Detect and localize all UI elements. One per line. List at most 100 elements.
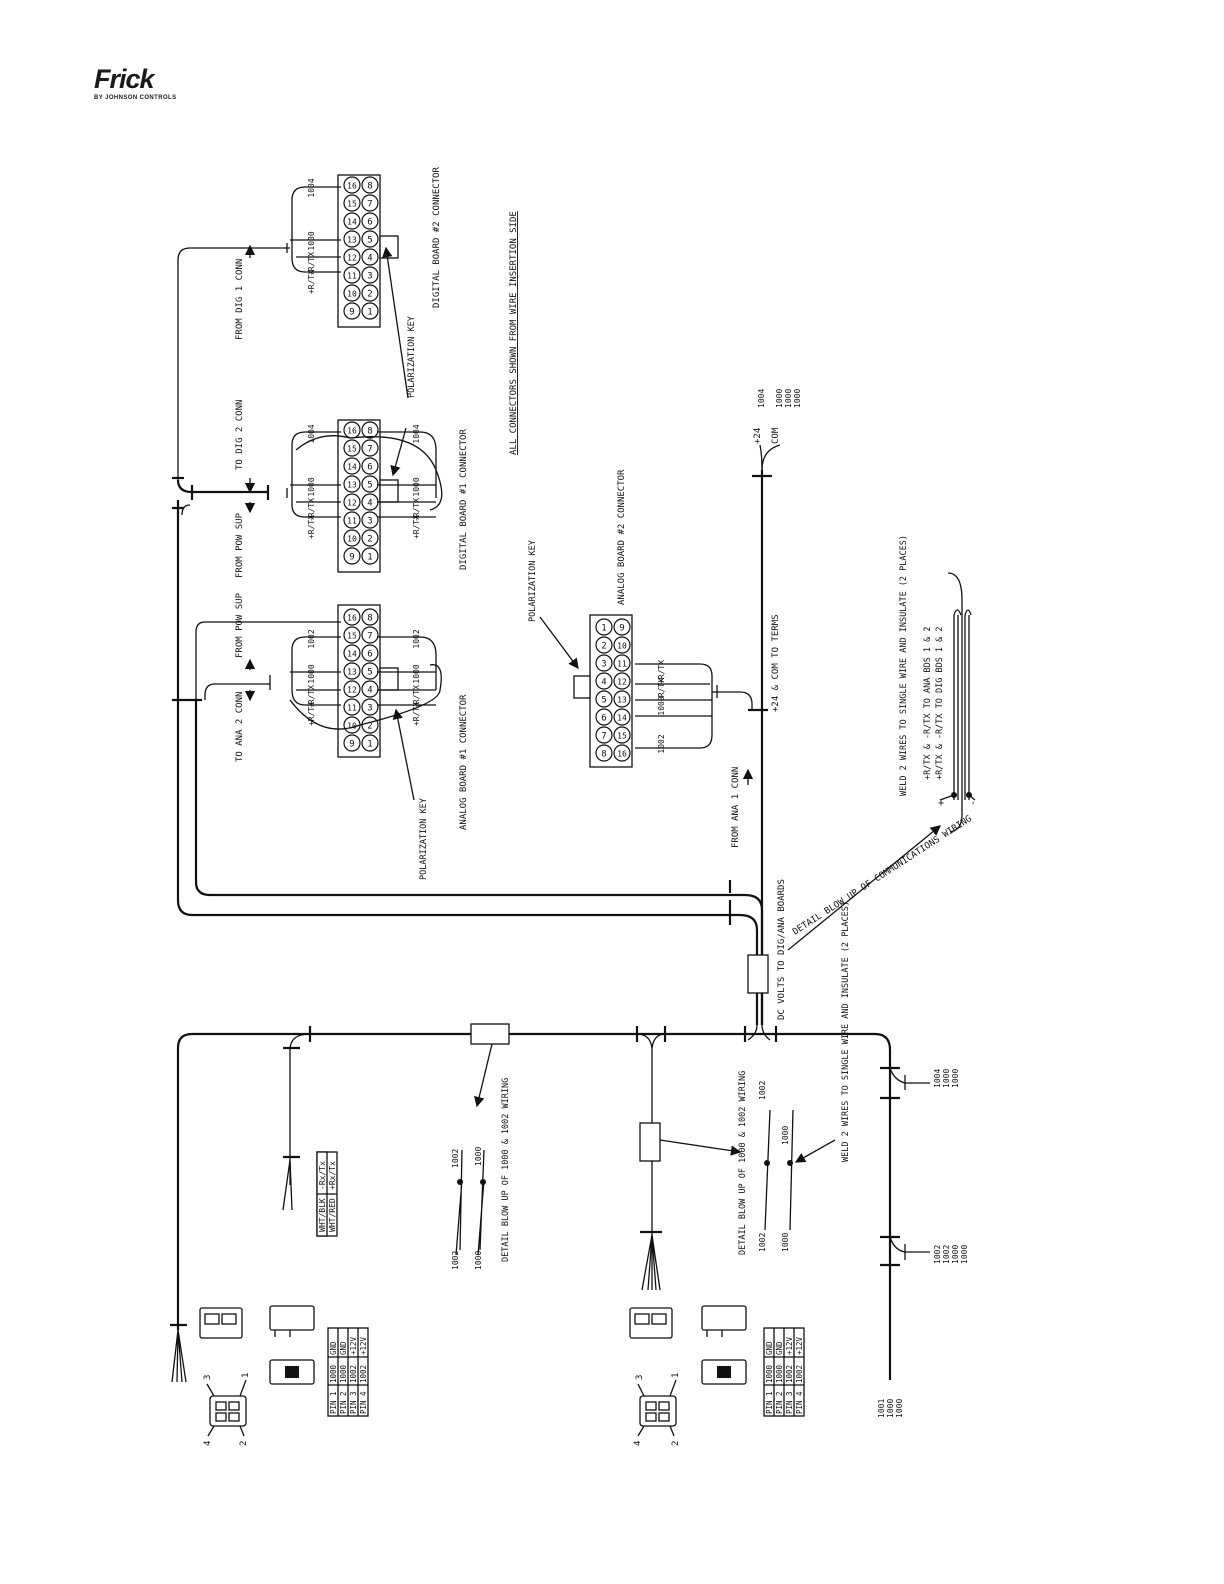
connector-pin (361, 176, 379, 194)
connector-pin (343, 302, 361, 320)
rs-table: WHT/BLK -Rx/Tx WHT/RED +Rx/Tx (316, 1151, 338, 1237)
label-from-dig1: FROM DIG 1 CONN (235, 259, 245, 340)
connector-pin-number: 14 (347, 650, 357, 659)
connector-pin-number: 6 (367, 463, 372, 473)
ptr-r1c2: GND (775, 1341, 784, 1355)
connector-pin-number: 7 (367, 445, 372, 455)
rs-row0-signal: -Rx/Tx (318, 1161, 327, 1190)
ptl-r3c2: +12V (359, 1336, 368, 1355)
ptr-r0c0: PIN 1 (765, 1391, 774, 1414)
ana1-label-1002-l: 1002 (307, 629, 316, 648)
connector-pin-number: 9 (349, 553, 354, 563)
right-pin1: 1 (671, 1373, 681, 1378)
connector-pin (343, 475, 361, 493)
connector-pin (595, 654, 613, 672)
connector-pin (613, 708, 631, 726)
group-g4-labels: 1004 1000 1000 (933, 1069, 960, 1088)
connector-pin-number: 7 (367, 632, 372, 642)
connector-pin-number: 13 (347, 236, 357, 245)
connector-pin-number: 15 (347, 632, 357, 641)
connector-pin-number: 5 (367, 236, 372, 246)
connector-pin-number: 1 (367, 553, 372, 563)
connector-pin (595, 744, 613, 762)
connector-pin (343, 266, 361, 284)
dig1-label-1004-l: 1004 (307, 424, 316, 443)
connector-pin-number: 4 (367, 499, 372, 509)
connector-pin (361, 284, 379, 302)
connector-pin (343, 626, 361, 644)
connector-pin-number: 2 (367, 535, 372, 545)
g1-wire-1: 1000 (775, 389, 784, 408)
connector-pin-number: 11 (347, 704, 357, 713)
ptl-r2c0: PIN 3 (349, 1391, 358, 1414)
g4-wire-2: 1000 (951, 1069, 960, 1088)
label-to-dig2: TO DIG 2 CONN (235, 400, 245, 470)
ptl-r3c1: 1002 (359, 1365, 368, 1383)
connector-pin (343, 457, 361, 475)
label-terms: +24 & COM TO TERMS (771, 614, 781, 712)
det-b-1000-top: 1000 (781, 1126, 790, 1145)
connector-pin (361, 302, 379, 320)
ptr-r3c0: PIN 4 (795, 1391, 804, 1414)
connector-pin-number: 4 (601, 678, 606, 688)
dig1-label-rtx-pos-r: +R/TX (412, 515, 421, 539)
g1-wire-2: 1000 (784, 389, 793, 408)
ana2-title: ANALOG BOARD #2 CONNECTOR (617, 469, 627, 605)
ptl-r3c0: PIN 4 (359, 1391, 368, 1414)
dig2-label-rtx-pos: +R/TX (307, 270, 316, 294)
g1-wire-0: 1004 (757, 389, 766, 408)
connector-pin-number: 16 (347, 427, 357, 436)
connector-pin (595, 618, 613, 636)
connector-pin-number: 1 (601, 624, 606, 634)
connector-pin (343, 248, 361, 266)
ana1-polarization-key: POLARIZATION KEY (419, 798, 429, 880)
dig1-label-1004-r: 1004 (412, 424, 421, 443)
ana1-label-1002-r: 1002 (412, 629, 421, 648)
connector-note: ALL CONNECTORS SHOWN FROM WIRE INSERTION… (509, 211, 519, 455)
ptl-r2c1: 1002 (349, 1365, 358, 1383)
connector-pin (343, 194, 361, 212)
connector-pin-number: 3 (367, 272, 372, 282)
connector-pin-number: 8 (367, 427, 372, 437)
dig1-label-rtx-neg-r: -R/TX (412, 498, 421, 522)
connector-pin (343, 212, 361, 230)
connector-pin-number: 10 (347, 290, 357, 299)
right-pin2: 2 (671, 1441, 681, 1446)
connector-pin (595, 708, 613, 726)
ana2-polarization-key: POLARIZATION KEY (528, 540, 538, 622)
connector-pin-number: 14 (347, 218, 357, 227)
rs-row1-color: WHT/RED (328, 1198, 337, 1232)
connector-pin-number: 15 (617, 732, 627, 741)
det-a-1000-top: 1000 (474, 1147, 483, 1166)
group-g2-labels: 1002 1002 1000 1000 (933, 1245, 969, 1264)
connector-pin (613, 690, 631, 708)
connector-pin (343, 662, 361, 680)
dig2-title: DIGITAL BOARD #2 CONNECTOR (432, 167, 442, 308)
rs-row0-color: WHT/BLK (318, 1198, 327, 1232)
label-blowup-comm: DETAIL BLOW UP OF COMMUNICATIONS WIRING (791, 814, 974, 937)
dig2-polarization-key: POLARIZATION KEY (407, 316, 417, 398)
connector-pin-number: 11 (347, 517, 357, 526)
label-rtx-dig: +R/TX & -R/TX TO DIG BDS 1 & 2 (935, 626, 945, 780)
ptr-r0c1: 1000 (765, 1364, 774, 1383)
ptr-r2c2: +12V (785, 1336, 794, 1355)
connector-pin-number: 9 (619, 624, 624, 634)
connector-pin-number: 5 (367, 668, 372, 678)
connector-pin-number: 10 (347, 535, 357, 544)
ana2-label-1000: 1000 (657, 696, 666, 715)
connector-pin (361, 529, 379, 547)
ana1-title: ANALOG BOARD #1 CONNECTOR (459, 694, 469, 830)
ptr-r0c2: GND (765, 1341, 774, 1355)
connector-pin-number: 3 (367, 517, 372, 527)
connector-pin (595, 636, 613, 654)
connector-pin-number: 14 (617, 714, 627, 723)
connector-pin-number: 12 (617, 678, 627, 687)
ptl-r1c0: PIN 2 (339, 1391, 348, 1414)
connector-pin (361, 608, 379, 626)
brand-tagline: BY JOHNSON CONTROLS (94, 95, 177, 101)
connector-pin-number: 11 (347, 272, 357, 281)
